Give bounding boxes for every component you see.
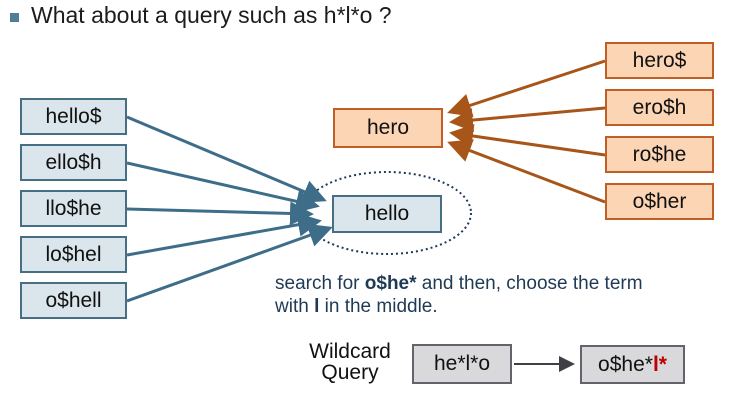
permuterm-box-o$hell: o$hell: [20, 282, 127, 319]
term-box-hero: hero: [333, 108, 443, 148]
arrow-llo$he-to-hello: [126, 201, 314, 226]
permuterm-box-hero$: hero$: [605, 42, 714, 79]
title-row: What about a query such as h*l*o ?: [0, 0, 755, 40]
wildcard-label-line1: Wildcard: [309, 340, 391, 363]
note-text: search for: [275, 273, 365, 294]
permuterm-box-ello$h: ello$h: [20, 144, 127, 181]
permuterm-box-ro$he: ro$he: [605, 136, 714, 173]
arrow-hello$-to-hello: [126, 115, 327, 203]
arrow-ro$he-to-hero: [449, 124, 606, 157]
note-text: with: [275, 296, 315, 317]
permuterm-box-lo$hel: lo$hel: [20, 236, 127, 273]
permuterm-box-ero$h: ero$h: [605, 89, 714, 126]
permuterm-box-o$her: o$her: [605, 183, 714, 220]
rewritten-query-box: o$he*l*: [580, 345, 685, 384]
note-bold-l: l: [314, 296, 320, 317]
query-box-he*l*o: he*l*o: [412, 344, 512, 384]
bullet-square-icon: [10, 13, 19, 22]
arrow-lo$hel-to-hello: [126, 212, 322, 257]
permuterm-box-hello$: hello$: [20, 98, 127, 135]
rewritten-highlight: l*: [652, 352, 667, 376]
note-bold-o$he: o$he*: [364, 273, 417, 294]
arrow-ero$h-to-hero: [449, 106, 606, 133]
search-note: search for o$he* and then, choose the te…: [275, 272, 745, 318]
term-box-hello: hello: [332, 195, 442, 233]
permuterm-box-llo$he: llo$he: [20, 190, 127, 227]
rewritten-prefix: o$he*: [598, 352, 653, 376]
arrow-o$her-to-hero: [447, 139, 606, 204]
slide-title: What about a query such as h*l*o ?: [31, 2, 392, 28]
arrow-ello$h-to-hello: [126, 161, 320, 214]
wildcard-label-line2: Query: [321, 361, 379, 384]
note-text: and then, choose the term: [416, 273, 643, 294]
arrow-hero$-to-hero: [447, 59, 606, 117]
note-text: in the middle.: [319, 296, 438, 317]
wildcard-query-label: Wildcard Query: [293, 341, 407, 383]
